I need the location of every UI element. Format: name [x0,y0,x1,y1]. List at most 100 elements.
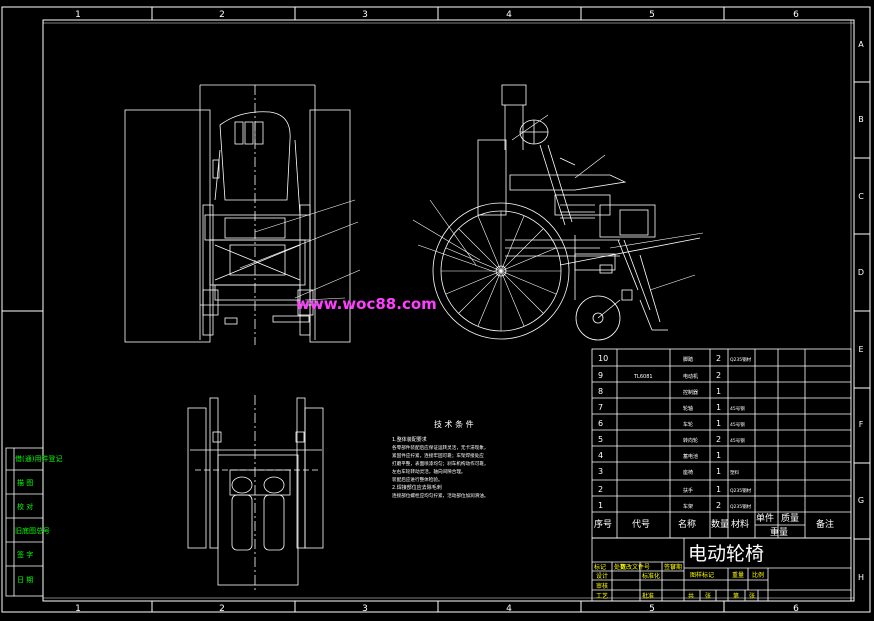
tb-small: 张 [749,592,755,600]
col-label: 1 [75,604,81,614]
header-weight2: 重量 [770,526,788,538]
tb-small: 张 [705,592,711,600]
parts-cell-name: 车轮 [683,421,693,428]
parts-cell-no: 3 [598,467,603,476]
row-label: H [858,573,864,582]
tech-item-title: 2.焊接部位应去除毛刺 [392,484,442,491]
parts-cell-name: 轮轴 [683,405,693,412]
tech-line: 各零部件装配后应保证运转灵活，无卡滞现象， [392,444,488,451]
row-labels: A B C D E F G H [858,40,864,582]
col-label: 3 [362,10,368,20]
row-label: G [858,496,864,505]
parts-cell-name: 蓄电池 [683,453,698,460]
parts-cell-no: 7 [598,403,603,412]
parts-cell-material: Q235钢材 [730,503,752,510]
col-label: 5 [649,10,655,20]
tb-small: 共 [688,592,694,600]
col-label: 6 [793,604,799,614]
tb-small: 标准化 [642,572,660,580]
tb-small: 审核 [596,582,608,590]
parts-cell-no: 4 [598,451,603,460]
row-label: E [858,345,863,354]
col-label: 2 [219,604,225,614]
parts-cell-qty: 1 [716,419,721,428]
header-name: 名称 [678,518,696,530]
parts-cell-material: 45号钢 [730,405,745,412]
tech-line: 紧固件应拧紧，连接牢固可靠；车架焊接处应 [392,452,484,459]
side-label: 日 期 [17,576,33,584]
side-label: 借(通)用件登记 [15,454,62,463]
leader-lines [239,114,704,301]
parts-cell-qty: 1 [716,387,721,396]
parts-cell-name: 电动机 [683,373,698,380]
parts-cell-no: 10 [598,354,608,363]
tb-small: 第 [733,592,739,600]
side-label: 旧底图总号 [15,526,50,535]
drawing-title: 电动轮椅 [688,543,764,565]
tb-small: 日期 [670,563,682,571]
side-label: 校 对 [17,502,33,511]
header-unit: 单件 [756,512,774,524]
header-no: 序号 [594,518,612,530]
parts-cell-qty: 2 [716,371,721,380]
tech-item-title: 1.整体装配要求 [392,436,427,443]
header-qty: 数量 [711,518,729,530]
parts-cell-qty: 1 [716,403,721,412]
header-weight: 质量 [781,512,799,524]
parts-cell-name: 车架 [683,503,693,510]
col-label: 6 [793,10,799,20]
col-label: 3 [362,604,368,614]
parts-cell-material: 45号钢 [730,421,745,428]
parts-cell-no: 5 [598,435,603,444]
col-label: 4 [506,604,512,614]
parts-cell-no: 1 [598,501,603,510]
parts-cell-name: 转向轮 [683,437,698,444]
parts-cell-no: 8 [598,387,603,396]
side-label: 签 字 [17,550,33,559]
header-material: 材料 [731,518,749,530]
parts-cell-material: Q235钢材 [730,487,752,494]
col-label: 5 [649,604,655,614]
tb-small: 更改文件号 [620,563,650,571]
parts-cell-material: Q235钢材 [730,356,752,363]
tb-small: 重量 [732,571,744,579]
front-view [124,84,351,345]
row-label: F [859,420,864,429]
parts-cell-qty: 2 [716,354,721,363]
header-code: 代号 [632,519,650,530]
parts-cell-qty: 1 [716,485,721,494]
tech-line: 左右车轮转动灵活，轴向间隙合理。 [392,468,466,475]
parts-cell-no: 9 [598,371,603,380]
tech-line: 打磨平整，表面喷漆均匀；刹车机构动作可靠， [392,460,488,467]
parts-cell-name: 控制器 [683,389,698,396]
parts-cell-name: 扶手 [683,487,693,494]
parts-cell-qty: 1 [716,451,721,460]
parts-cell-qty: 1 [716,467,721,476]
row-label: D [858,268,864,277]
parts-cell-qty: 2 [716,501,721,510]
parts-cell-material: 塑料 [730,469,739,476]
side-label: 描 图 [17,478,33,487]
parts-cell-no: 2 [598,485,603,494]
tb-small: 签字 [664,563,676,571]
tb-small: 比例 [752,571,764,579]
col-label: 4 [506,10,512,20]
drawing-frame [1,6,871,613]
tb-small: 图样标记 [690,571,714,579]
tb-small: 工艺 [596,592,608,600]
column-labels: 1 2 3 4 5 6 1 2 3 4 5 6 [75,10,799,614]
parts-cell-material: 45号钢 [730,437,745,444]
row-label: C [858,192,864,201]
tech-line: 连接部位螺栓应均匀拧紧，活动部位加润滑油。 [392,492,488,499]
col-label: 2 [219,10,225,20]
parts-cell-code: TL6081 [633,374,653,380]
parts-cell-name: 脚踏 [683,356,693,363]
col-label: 1 [75,10,81,20]
tech-requirements: 技 术 条 件 1.整体装配要求 各零部件装配后应保证运转灵活，无卡滞现象， 紧… [392,419,488,499]
tech-line: 装配后应进行整体检验。 [392,476,443,483]
tb-small: 处数 [614,563,626,571]
row-label: B [858,115,864,124]
row-label: A [858,40,864,49]
header-remark: 备注 [816,518,834,530]
